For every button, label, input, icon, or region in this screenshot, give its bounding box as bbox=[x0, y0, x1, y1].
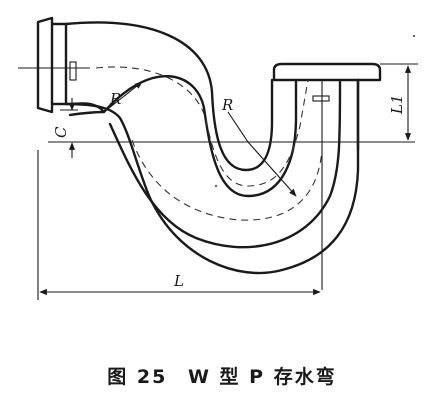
radius-dimensions bbox=[103, 81, 297, 197]
pipe-body bbox=[64, 21, 360, 275]
figure-caption: 图 25 W 型 P 存水弯 bbox=[0, 362, 444, 389]
length-label: L bbox=[173, 272, 184, 290]
outlet-socket bbox=[272, 62, 382, 152]
height-dimension bbox=[380, 63, 418, 141]
figure-number: 图 25 bbox=[107, 366, 168, 388]
inlet-socket bbox=[36, 16, 77, 114]
radius-label-lower: R bbox=[221, 96, 233, 114]
radius-label-upper: R bbox=[109, 90, 121, 108]
p-trap-drawing: R R L L1 C bbox=[18, 16, 418, 300]
height-label: L1 bbox=[388, 94, 406, 115]
offset-dimension bbox=[60, 98, 78, 158]
figure-title: W 型 P 存水弯 bbox=[187, 366, 337, 388]
offset-label: C bbox=[52, 126, 70, 138]
centerlines bbox=[18, 66, 415, 300]
